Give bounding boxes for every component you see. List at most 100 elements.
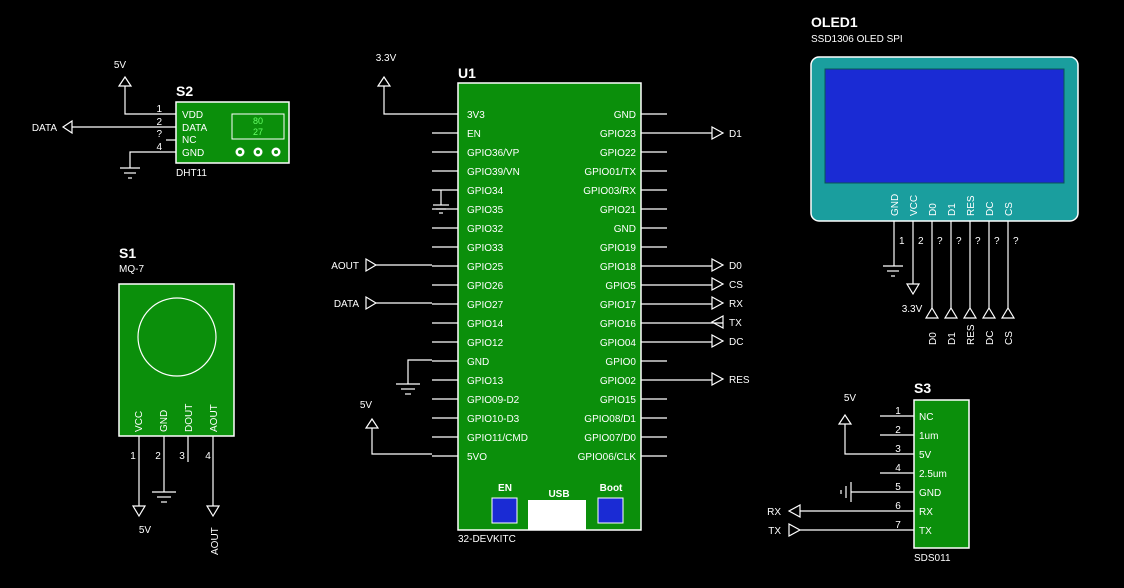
esp32-right-pin-11: GPIO16: [600, 319, 637, 330]
esp32-usb-label: USB: [548, 489, 569, 500]
oled-ground-symbol: [883, 265, 903, 277]
sds011-pin-6: TX: [919, 526, 932, 537]
sds011-pinnum-4: 5: [895, 482, 901, 493]
esp32-left-pin-stubs: [432, 113, 458, 457]
dht11-pinnum-3: ?: [156, 129, 162, 140]
mq7-pin-gnd: GND: [159, 410, 170, 432]
esp32-res-label: RES: [729, 375, 750, 386]
esp32-right-pins: GNDGPIO23GPIO22GPIO01/TXGPIO03/RXGPIO21G…: [578, 110, 637, 463]
esp32-left-pin-13: GND: [467, 357, 489, 368]
dht11-ground-symbol: [120, 167, 140, 179]
sds011-rx-label: RX: [767, 507, 781, 518]
sds011-body: [913, 399, 970, 549]
esp32-5v-wire: [371, 428, 432, 455]
dht11-pinnum-4: 4: [156, 142, 162, 153]
mq7-sensor[interactable]: S1 MQ-7 VCC GND DOUT AOUT 1 2 3 4 5V AOU…: [118, 245, 235, 555]
esp32-rx-label: RX: [729, 299, 743, 310]
esp32-right-pin-13: GPIO0: [605, 357, 636, 368]
sds011-tx-label: TX: [768, 526, 781, 537]
esp32-usb-port: [528, 500, 586, 530]
sds011-pinnum-3: 4: [895, 463, 901, 474]
mq7-pinnum-4: 4: [205, 451, 211, 462]
oled-net-arrow-3: [943, 306, 959, 319]
esp32-right-pin-8: GPIO18: [600, 262, 637, 273]
oled-pin-res: RES: [966, 195, 977, 216]
esp32-right-pin-15: GPIO15: [600, 395, 637, 406]
sds011-5v-label: 5V: [844, 393, 857, 404]
dht11-pinnum-2: 2: [156, 117, 162, 128]
esp32-cs-arrow: [711, 276, 725, 292]
dht11-sensor[interactable]: S2 80 27 VDD DATA NC GND 1 2 ? 4 DHT11 5…: [32, 60, 290, 179]
esp32-d1-label: D1: [729, 129, 742, 140]
esp32-5v-label: 5V: [360, 400, 373, 411]
esp32-left-pin-14: GPIO13: [467, 376, 504, 387]
dht11-buttons: [235, 147, 281, 157]
sds011-pinnum-6: 7: [895, 520, 901, 531]
esp32-data-arrow: [365, 295, 378, 311]
oled-display[interactable]: OLED1 SSD1306 OLED SPI GND1VCC2D0?D0D1?D…: [810, 14, 1079, 345]
esp32-devkit[interactable]: U1 3V3ENGPIO36/VPGPIO39/VNGPIO34GPIO35GP…: [331, 53, 750, 545]
dht11-pin-data: DATA: [182, 123, 208, 134]
esp32-left-pin-11: GPIO14: [467, 319, 504, 330]
esp32-d0-arrow: [711, 257, 725, 273]
oled-net-label-3: D1: [947, 332, 958, 345]
mq7-pin-aout: AOUT: [209, 404, 220, 432]
esp32-left-pin-7: GPIO33: [467, 243, 504, 254]
esp32-rx-arrow: [711, 295, 725, 311]
sds011-tx-arrow: [788, 522, 802, 538]
mq7-pinnum-2: 2: [155, 451, 161, 462]
esp32-left-pin-1: EN: [467, 129, 481, 140]
esp32-boot-button[interactable]: [597, 497, 624, 524]
esp32-d1-arrow: [711, 125, 725, 141]
esp32-left-pin-16: GPIO10-D3: [467, 414, 520, 425]
mq7-body: [118, 283, 235, 437]
dht11-pin-gnd: GND: [182, 148, 204, 159]
oled-pin-gnd: GND: [890, 194, 901, 216]
sds011-pinnum-0: 1: [895, 406, 901, 417]
dht11-data-label: DATA: [32, 123, 58, 134]
sds011-pin-1: 1um: [919, 431, 938, 442]
oled-net-label-2: D0: [928, 332, 939, 345]
oled-pinnum-6: ?: [1013, 236, 1019, 247]
esp32-right-pin-7: GPIO19: [600, 243, 637, 254]
esp32-left-pin-4: GPIO34: [467, 186, 504, 197]
esp32-left-pins: 3V3ENGPIO36/VPGPIO39/VNGPIO34GPIO35GPIO3…: [467, 110, 528, 463]
esp32-left-pin-12: GPIO12: [467, 338, 504, 349]
dht11-pin-vdd: VDD: [182, 110, 203, 121]
esp32-right-pin-5: GPIO21: [600, 205, 637, 216]
esp32-right-pin-2: GPIO22: [600, 148, 637, 159]
dht11-gnd-wire: [129, 151, 176, 168]
esp32-left-pin-6: GPIO32: [467, 224, 504, 235]
mq7-aout-arrow: [205, 505, 221, 518]
mq7-pinnum-3: 3: [179, 451, 185, 462]
esp32-left-pin-8: GPIO25: [467, 262, 504, 273]
s2-part: DHT11: [176, 168, 207, 179]
mq7-5v-label: 5V: [139, 525, 152, 536]
esp32-d0-label: D0: [729, 261, 742, 272]
esp32-left-pin-10: GPIO27: [467, 300, 504, 311]
dht11-5v-symbol: [117, 75, 133, 87]
esp32-tx-arrow: [710, 314, 724, 330]
esp32-dc-label: DC: [729, 337, 743, 348]
esp32-right-pin-1: GPIO23: [600, 129, 637, 140]
oled-pin-dc: DC: [985, 202, 996, 216]
mq7-pin-dout: DOUT: [184, 404, 195, 432]
esp32-en-button[interactable]: [491, 497, 518, 524]
mq7-pinnum-1: 1: [130, 451, 136, 462]
esp32-boot-button-label: Boot: [600, 483, 623, 494]
esp32-cs-label: CS: [729, 280, 743, 291]
dht11-display-line1: 80: [253, 116, 263, 126]
oled-pinnum-5: ?: [994, 236, 1000, 247]
sds011-ground-symbol: [840, 482, 852, 502]
oled-net-arrow-2: [924, 306, 940, 319]
mq7-aout-label: AOUT: [210, 527, 221, 555]
esp32-3v3-symbol: [376, 75, 392, 87]
esp32-body: [457, 82, 642, 531]
dht11-vdd-wire: [124, 86, 176, 115]
esp32-right-pin-16: GPIO08/D1: [584, 414, 636, 425]
u1-part: 32-DEVKITC: [458, 534, 516, 545]
s3-part: SDS011: [914, 553, 951, 564]
